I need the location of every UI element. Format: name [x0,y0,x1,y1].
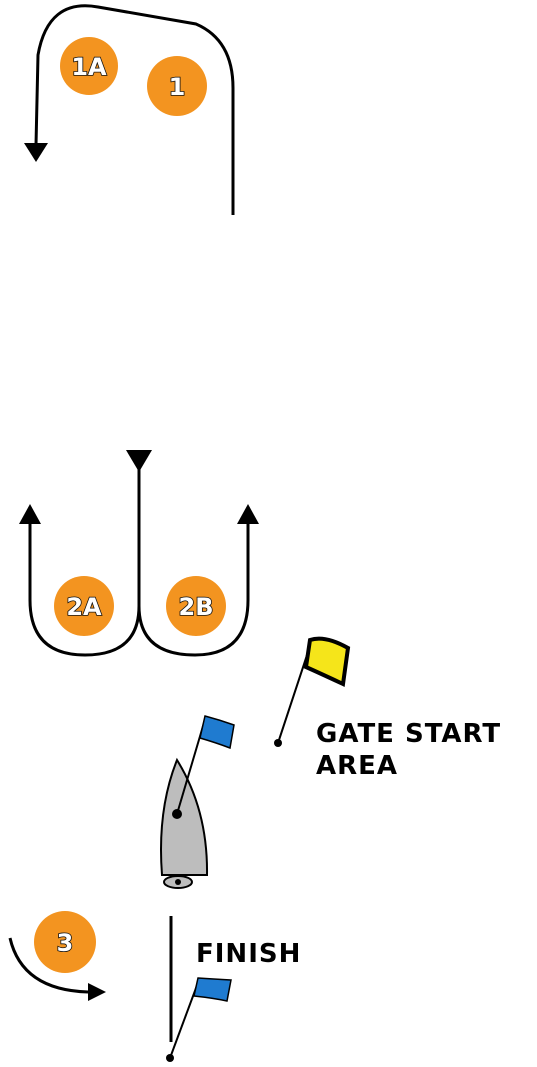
gate-2b-loop [137,522,250,657]
mark-1a-label: 1A [71,53,107,81]
finish-flag-cloth [193,977,232,1002]
mark-2a-label: 2A [66,593,102,621]
mark-2b: 2B [166,576,226,636]
gate-2a-arrowhead [19,504,41,524]
start-triangle-marker [126,450,152,472]
yellow-start-flag [274,636,351,747]
finish-label: FINISH [196,939,301,969]
mark-2a: 2A [54,576,114,636]
top-rounding-path [34,4,235,215]
boat-flag-cloth [199,715,235,750]
mark-1a-buoy [60,37,118,95]
finish-blue-flag [166,977,232,1062]
mark-2a-buoy [54,576,114,636]
mark-3-buoy [34,911,96,973]
mark-3-label: 3 [57,929,74,957]
yellow-flag-base [274,739,282,747]
boat-blue-flag [172,715,235,819]
mark-1a: 1A [60,37,118,95]
committee-boat [160,757,209,889]
boat-cockpit-dot [175,879,181,885]
mark-3: 3 [34,911,96,973]
boat-hull [160,757,209,876]
gate-start-label-line2: AREA [316,751,398,781]
finish-flag-base [166,1054,174,1062]
mark-3-rounding-arrow [8,937,89,994]
top-rounding-arrowhead [24,143,48,162]
mark-2b-buoy [166,576,226,636]
gate-2a-loop [28,522,141,657]
mark-3-arrowhead [88,983,106,1001]
mark-1-label: 1 [169,73,186,101]
gate-2b-arrowhead [237,504,259,524]
mark-2b-label: 2B [179,593,214,621]
gate-start-label-line1: GATE START [316,719,501,749]
yellow-flag-cloth [303,636,351,687]
mark-1: 1 [147,56,207,116]
boat-flag-base [172,809,182,819]
mark-1-buoy [147,56,207,116]
